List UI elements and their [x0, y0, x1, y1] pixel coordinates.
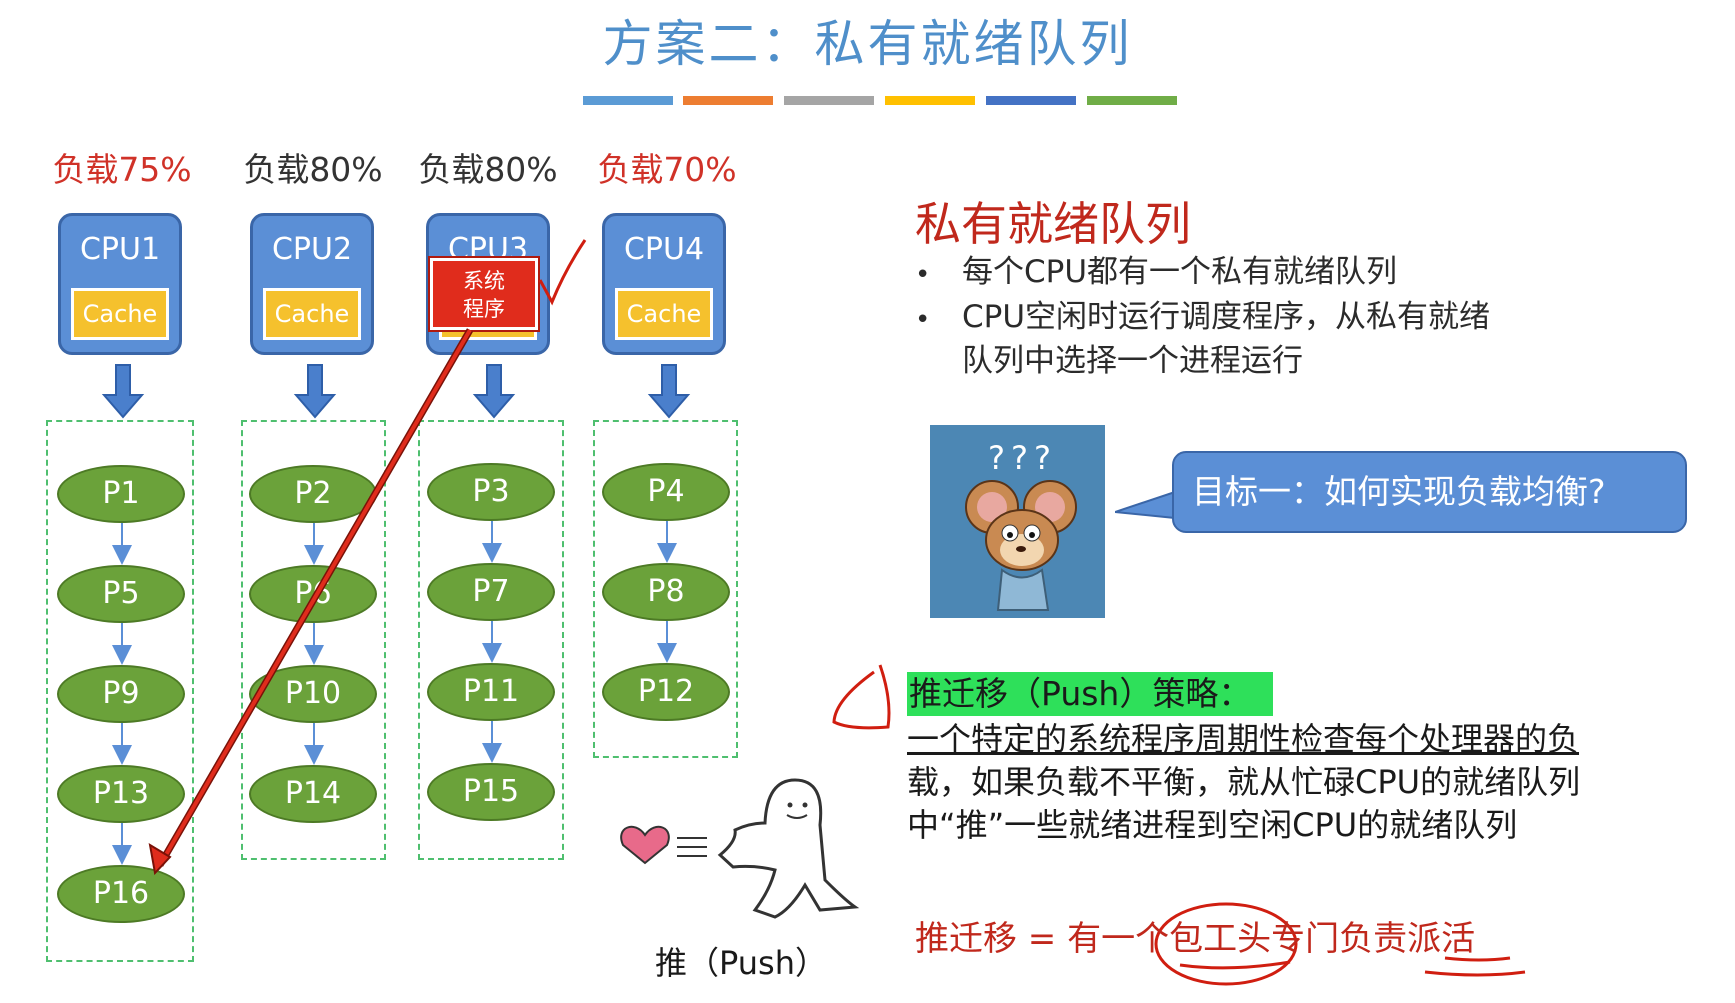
confused-mouse-image: ??? — [930, 425, 1105, 618]
cpu1-down-arrow — [101, 364, 145, 419]
title-color-bar-1 — [583, 96, 673, 105]
bullet-1: 每个CPU都有一个私有就绪队列 — [962, 254, 1398, 290]
private-queue-heading: 私有就绪队列 — [915, 197, 1191, 251]
push-strategy-heading: 推迁移（Push）策略： — [907, 672, 1274, 716]
process-p4: P4 — [602, 463, 730, 521]
cpu1-load: 负载75% — [52, 150, 192, 189]
process-p1: P1 — [57, 465, 185, 523]
system-program-line1: 系统 — [463, 269, 505, 293]
cpu4-box: CPU4 Cache — [602, 213, 726, 355]
bullet-2-line1: CPU空闲时运行调度程序，从私有就绪 — [962, 299, 1491, 335]
system-program-line2: 程序 — [463, 297, 505, 321]
pushing-figure-illustration — [620, 778, 860, 919]
page-title: 方案二：私有就绪队列 — [602, 15, 1133, 73]
process-p8: P8 — [602, 563, 730, 621]
cpu3-down-arrow — [472, 364, 516, 419]
bullet-dot-2: • — [915, 305, 931, 335]
title-color-bar-5 — [986, 96, 1076, 105]
cpu4-cache: Cache — [615, 288, 713, 340]
cpu2-down-arrow — [293, 364, 337, 419]
cpu3-load: 负载80% — [418, 150, 558, 189]
process-p9: P9 — [57, 665, 185, 723]
title-color-bar-6 — [1087, 96, 1177, 105]
callout-pointer — [1115, 490, 1176, 520]
push-desc-line2: 载，如果负载不平衡，就从忙碌CPU的就绪队列 — [907, 763, 1581, 801]
process-p16: P16 — [57, 865, 185, 923]
push-desc-line1: 一个特定的系统程序周期性检查每个处理器的负 — [907, 720, 1580, 758]
push-caption: 推（Push） — [655, 944, 827, 982]
goal-callout: 目标一：如何实现负载均衡? — [1172, 451, 1687, 533]
bullet-2-line2: 队列中选择一个进程运行 — [962, 343, 1303, 379]
process-p15: P15 — [427, 763, 555, 821]
process-p5: P5 — [57, 565, 185, 623]
title-color-bar-4 — [885, 96, 975, 105]
process-p3: P3 — [427, 463, 555, 521]
system-program-box: 系统 程序 — [430, 258, 538, 330]
bullet-dot-1: • — [915, 260, 931, 290]
process-p2: P2 — [249, 465, 377, 523]
process-p12: P12 — [602, 663, 730, 721]
process-p13: P13 — [57, 765, 185, 823]
cpu2-load: 负载80% — [243, 150, 383, 189]
heart-icon — [620, 825, 670, 865]
push-desc-line3: 中“推”一些就绪进程到空闲CPU的就绪队列 — [907, 806, 1518, 844]
process-p11: P11 — [427, 663, 555, 721]
push-analogy: 推迁移 = 有一个包工头专门负责派活 — [915, 919, 1476, 959]
cpu4-down-arrow — [647, 364, 691, 419]
process-p6: P6 — [249, 565, 377, 623]
process-p14: P14 — [249, 765, 377, 823]
cpu4-ready-queue — [593, 420, 738, 758]
process-p7: P7 — [427, 563, 555, 621]
process-p10: P10 — [249, 665, 377, 723]
cpu1-box: CPU1 Cache — [58, 213, 182, 355]
question-marks: ??? — [988, 439, 1057, 477]
push-strategy-description: 一个特定的系统程序周期性检查每个处理器的负 载，如果负载不平衡，就从忙碌CPU的… — [907, 718, 1697, 847]
mouse-drawing — [965, 480, 1077, 611]
cpu2-label: CPU2 — [271, 232, 353, 267]
cpu4-load: 负载70% — [597, 150, 737, 189]
title-color-bar-3 — [784, 96, 874, 105]
cpu4-label: CPU4 — [623, 232, 705, 267]
cpu1-label: CPU1 — [79, 232, 161, 267]
cpu1-cache: Cache — [71, 288, 169, 340]
title-color-bar-2 — [683, 96, 773, 105]
